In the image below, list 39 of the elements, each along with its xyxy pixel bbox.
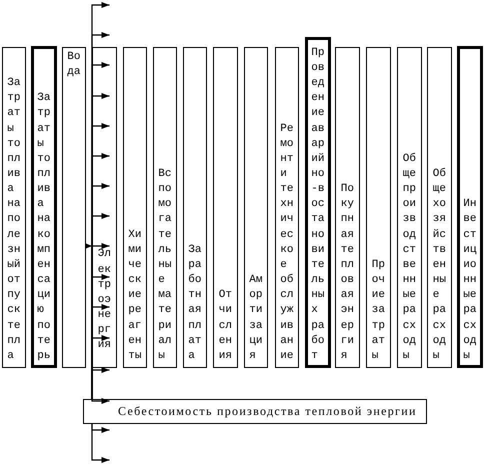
cost-item-box <box>213 47 238 368</box>
cost-item-label: Проведение аварийно-востановительных работ <box>311 46 325 364</box>
cost-item-label: Вода <box>67 50 81 80</box>
cost-item-label: Общехозяйственные расходы <box>432 166 446 364</box>
cost-item-box <box>153 47 177 368</box>
arrow <box>86 244 92 248</box>
cost-item-label: Вспомогательные материалы <box>158 166 172 364</box>
cost-item-label: Химические реагенты <box>128 228 142 364</box>
cost-item-box <box>335 47 360 368</box>
arrow <box>91 398 110 404</box>
cost-item-label: Затраты топлива на компенсацию потерь <box>37 91 51 364</box>
total-cost-box <box>83 399 427 424</box>
arrow <box>91 424 110 433</box>
cost-item-box <box>366 47 391 368</box>
cost-item-label: Покупная тепловая энергия <box>340 182 354 364</box>
cost-item-box <box>183 47 207 368</box>
cost-item-label: Электроэнергия <box>98 247 112 354</box>
cost-item-label: Инвестиционные расходы <box>463 197 477 364</box>
arrow <box>91 424 110 463</box>
cost-item-box <box>397 47 422 368</box>
cost-item-label: Ремонт и техническое обслуживание <box>280 122 294 364</box>
cost-item-box <box>123 47 147 368</box>
cost-item-box <box>305 37 331 368</box>
arrow <box>91 367 110 399</box>
cost-item-label: Прочие затраты <box>372 258 386 364</box>
cost-item-label: Затраты топлива на полезный отпуск тепла <box>7 76 21 364</box>
total-cost-label: Себестоимость производства тепловой энергии <box>118 404 417 419</box>
cost-item-box <box>457 46 483 368</box>
cost-item-box <box>427 47 452 368</box>
cost-item-label: Заработная плата <box>188 242 202 364</box>
cost-item-box <box>31 46 57 368</box>
cost-item-box <box>62 47 86 368</box>
cost-item-box <box>92 47 117 368</box>
cost-item-box <box>275 47 299 368</box>
cost-item-label: Общепроизводственные расходы <box>402 152 416 364</box>
cost-item-label: Отчисления <box>218 288 232 364</box>
cost-item-box <box>244 47 268 368</box>
cost-item-label: Амортизация <box>249 273 263 364</box>
cost-item-box <box>2 47 26 368</box>
